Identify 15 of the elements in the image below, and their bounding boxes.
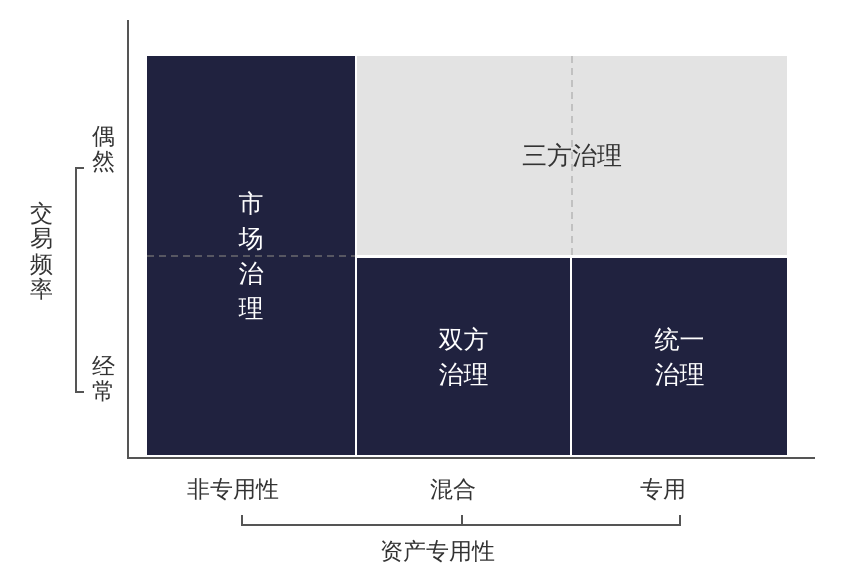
axis-label: 偶然: [92, 125, 115, 176]
cell-label: 统一治理: [654, 324, 704, 390]
matrix-cell: [357, 258, 570, 455]
axis-label: 混合: [430, 478, 476, 504]
matrix-cell: [572, 258, 787, 455]
cell-label: 市场治理: [238, 188, 264, 324]
axis-label: 经常: [92, 355, 115, 406]
axis-label: 专用: [640, 478, 686, 504]
axis-label: 非专用性: [187, 478, 279, 504]
matrix-cell: [147, 56, 355, 455]
cell-label: 双方治理: [438, 324, 488, 390]
axis-label: 交易频率: [30, 202, 53, 304]
cell-label: 三方治理: [522, 140, 622, 172]
matrix-cell: [357, 56, 787, 255]
axis-label: 资产专用性: [380, 540, 495, 566]
